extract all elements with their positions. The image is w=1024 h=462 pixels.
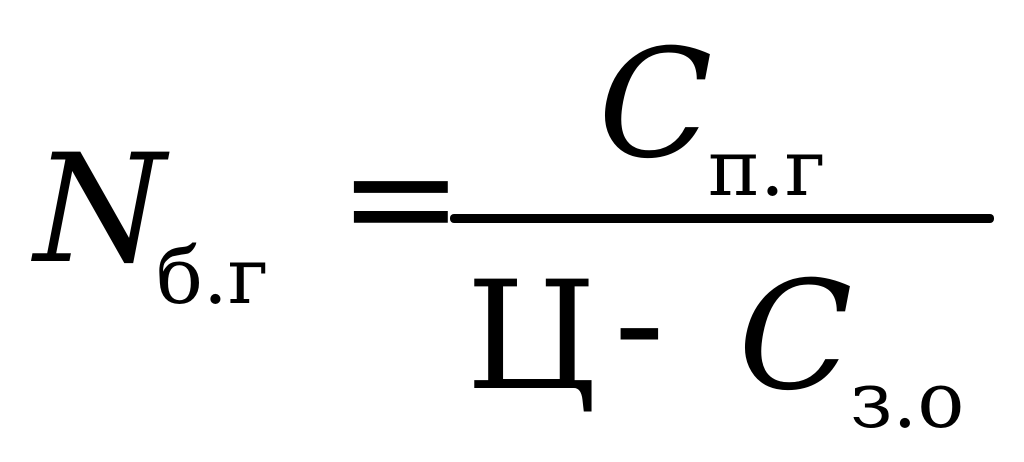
lhs-subscript: б.г: [156, 232, 269, 322]
lhs-symbol: N: [34, 123, 166, 297]
numerator-subscript: п.г: [708, 124, 826, 214]
denominator-symbol: C: [738, 250, 853, 424]
denominator-minus: -: [614, 236, 665, 410]
denominator-term1: Ц: [466, 250, 597, 424]
numerator-symbol: C: [598, 18, 713, 192]
fraction-bar: [450, 214, 994, 223]
equals-sign: =: [338, 111, 464, 285]
denominator-subscript: з.о: [850, 356, 965, 446]
